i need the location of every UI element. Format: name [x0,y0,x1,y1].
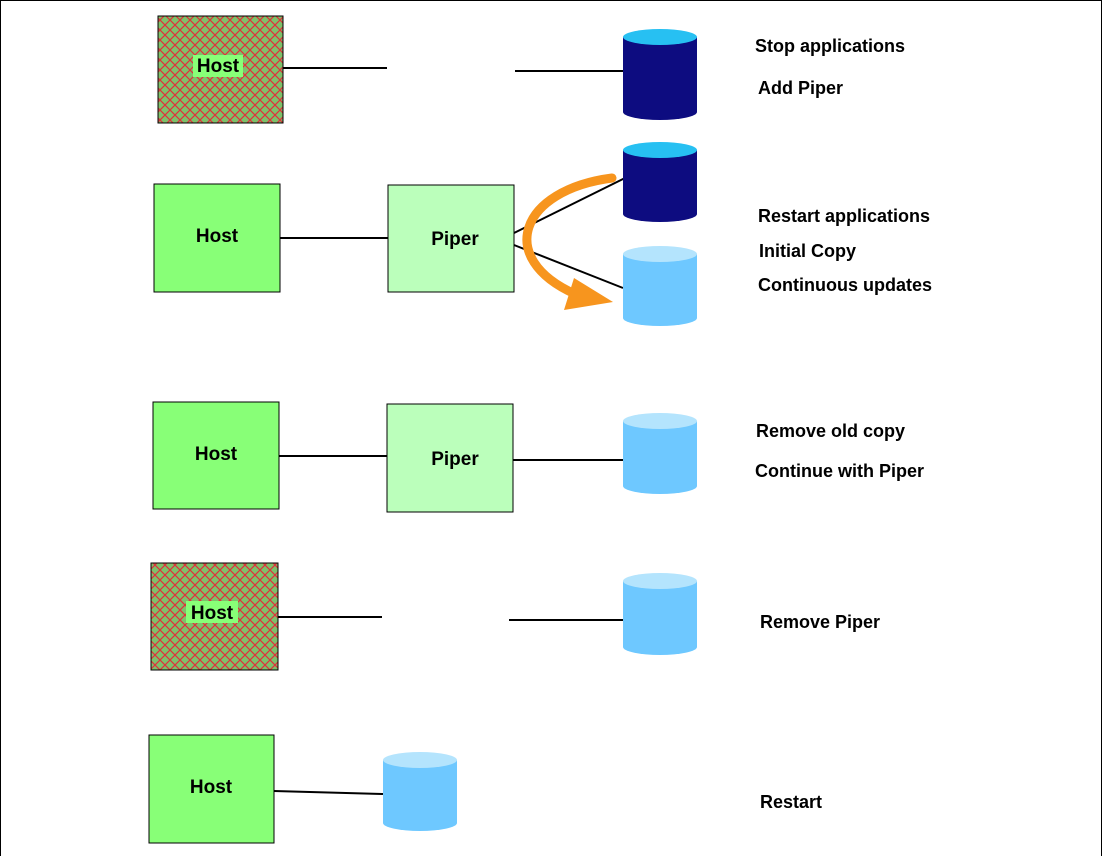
row-5: Host Restart [148,734,822,844]
host-to-disk-connector [273,790,384,795]
step-restart-applications: Restart applications [758,206,930,226]
host-label: Host [197,56,240,77]
row-1: Host Stop applications Add Piper [157,15,905,124]
new-disk [623,246,697,326]
step-restart: Restart [760,792,822,812]
new-disk [623,413,697,494]
old-disk [623,29,697,120]
host-label-background [186,601,238,623]
step-remove-old-copy: Remove old copy [756,421,905,441]
piper-box [387,184,515,293]
old-disk [623,142,697,222]
piper-label: Piper [431,449,479,470]
new-disk [623,573,697,655]
host-box [152,401,280,510]
step-initial-copy: Initial Copy [759,241,856,261]
step-add-piper: Add Piper [758,78,843,98]
new-disk [383,752,457,831]
host-label-background [193,55,243,77]
copy-arrow [522,173,617,310]
step-continue-with-piper: Continue with Piper [755,461,924,481]
host-label: Host [190,777,233,798]
host-label: Host [195,444,238,465]
piper-label: Piper [431,229,479,250]
row-4: Host Remove Piper [150,562,880,671]
row-3: Host Piper Remove old copy Continue with… [152,401,924,513]
host-box [148,734,275,844]
step-continuous-updates: Continuous updates [758,275,932,295]
row-2: Host Piper Restart applications Initial … [153,142,932,326]
step-remove-piper: Remove Piper [760,612,880,632]
host-label: Host [196,226,239,247]
host-label: Host [191,603,234,624]
piper-box [386,403,514,513]
step-stop-applications: Stop applications [755,36,905,56]
